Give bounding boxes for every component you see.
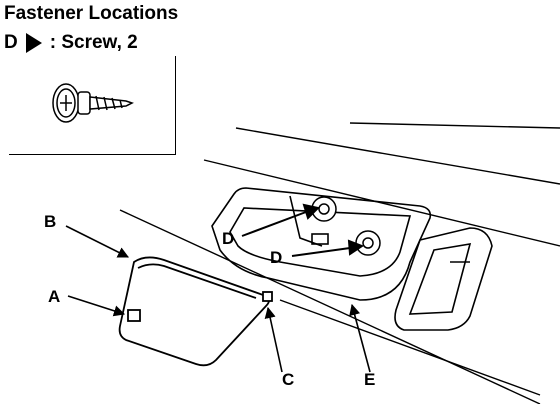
screw-icon [52,83,134,123]
label-d-upper: D [222,229,235,248]
handle-recess [211,187,432,301]
trim-panel [118,256,273,367]
label-d-lower: D [270,248,283,267]
label-b: B [44,212,57,231]
legend-letter: D [4,32,18,53]
legend-triangle-icon [25,33,42,53]
dashboard-outline [119,122,560,404]
screw-detail-frame [9,56,176,155]
label-e: E [364,370,376,389]
switch-panel [394,227,493,331]
diagram-title: Fastener Locations [4,3,179,24]
label-a: A [48,287,61,306]
screw-hole-icon [311,196,381,256]
label-c: C [282,370,295,389]
fastener-legend: D : Screw, 2 [4,32,138,54]
leader-lines [65,225,371,373]
legend-text: : Screw, 2 [49,32,138,53]
screw-pointer-arrows [241,203,365,257]
